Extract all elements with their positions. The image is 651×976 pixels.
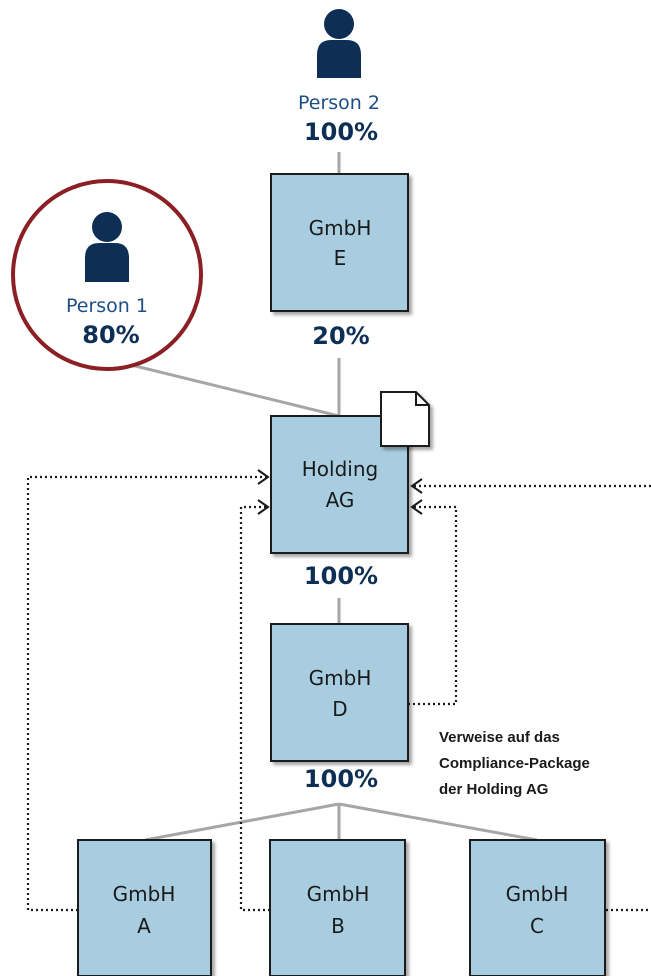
arrowhead-d <box>410 499 423 515</box>
arrowhead-offscreen <box>410 478 423 494</box>
share-e-to-holding: 20% <box>312 322 369 350</box>
company-box <box>77 839 212 976</box>
reference-line-gmbh-a <box>26 475 268 912</box>
note-line-1: Verweise auf das <box>439 729 560 746</box>
company-name: GmbH <box>113 882 176 906</box>
arrowhead-b <box>257 499 270 515</box>
company-letter: AG <box>326 488 355 512</box>
arrowhead-a <box>257 469 270 485</box>
note-line-3: der Holding AG <box>439 781 548 798</box>
company-gmbh-b: GmbH B <box>269 839 406 976</box>
company-box <box>270 173 409 312</box>
person-2: Person 2 100% <box>298 9 380 146</box>
person-2-share: 100% <box>304 118 378 146</box>
company-box <box>269 839 406 976</box>
share-holding-to-d: 100% <box>304 562 378 590</box>
document-icon <box>380 391 430 447</box>
company-name: GmbH <box>506 882 569 906</box>
person-icon <box>317 9 361 78</box>
person-1-name: Person 1 <box>66 295 148 317</box>
company-letter: C <box>530 914 544 938</box>
connector-person1-to-holding <box>118 360 340 418</box>
person-icon <box>85 212 129 282</box>
reference-line-gmbh-b <box>239 505 270 912</box>
reference-arrowheads <box>257 469 423 515</box>
company-name: GmbH <box>307 882 370 906</box>
company-letter: D <box>332 697 347 721</box>
company-name: GmbH <box>309 666 372 690</box>
company-gmbh-a: GmbH A <box>77 839 212 976</box>
reference-line-gmbh-d <box>408 505 458 706</box>
person-1: Person 1 80% <box>11 179 203 371</box>
company-box <box>469 839 606 976</box>
reference-arrows <box>26 475 651 912</box>
company-letter: E <box>334 246 347 270</box>
person-2-name: Person 2 <box>298 92 380 114</box>
share-d-to-subsidiaries: 100% <box>304 765 378 793</box>
company-name: Holding <box>302 457 378 481</box>
compliance-note: Verweise auf das Compliance-Package der … <box>439 729 590 798</box>
note-line-2: Compliance-Package <box>439 755 590 772</box>
company-letter: B <box>331 914 345 938</box>
company-gmbh-e: GmbH E <box>270 173 409 312</box>
company-letter: A <box>137 914 151 938</box>
person-1-share: 80% <box>82 321 139 349</box>
company-gmbh-c: GmbH C <box>469 839 606 976</box>
company-gmbh-d: GmbH D <box>270 623 409 762</box>
connector-gmbh-d-to-gmbh-c <box>338 802 538 842</box>
company-name: GmbH <box>309 216 372 240</box>
company-box <box>270 623 409 762</box>
